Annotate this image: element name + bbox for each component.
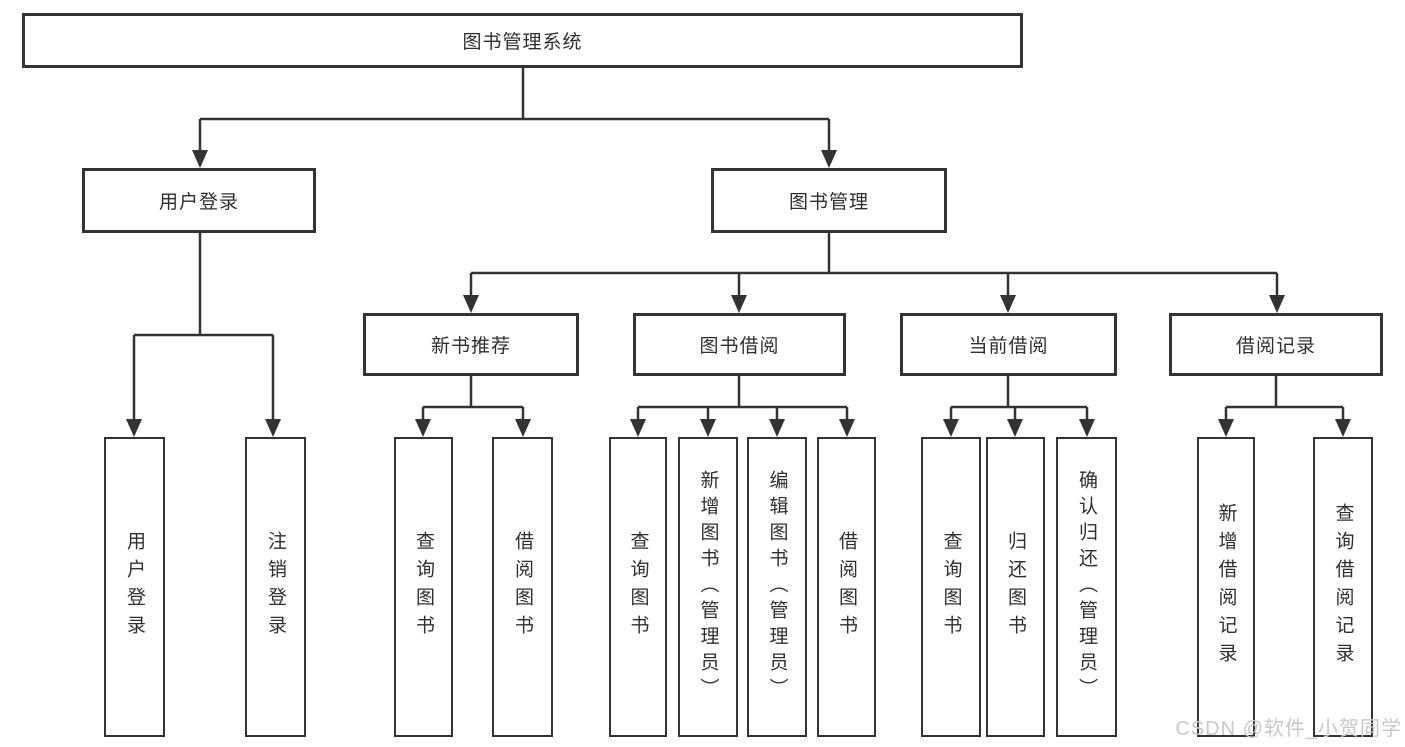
- node-label: 归还图书: [1005, 531, 1026, 643]
- node-label: 查询图书: [413, 531, 434, 643]
- node-label: 确认归还（管理员）: [1076, 470, 1097, 704]
- node-label: 图书管理: [788, 192, 869, 213]
- leaf-user-login: 用户登录: [104, 437, 165, 737]
- node-label: 借阅图书: [512, 531, 533, 643]
- leaf-add-borrow-record: 新增借阅记录: [1197, 437, 1255, 737]
- leaf-borrow-books-recommend: 借阅图书: [492, 437, 553, 737]
- leaf-logout: 注销登录: [245, 437, 306, 737]
- leaf-return-book: 归还图书: [986, 437, 1045, 737]
- node-borrowing-records: 借阅记录: [1169, 313, 1383, 376]
- node-label: 新增借阅记录: [1215, 503, 1237, 671]
- node-label: 用户登录: [158, 192, 239, 213]
- node-label: 用户登录: [124, 531, 145, 643]
- leaf-query-books-current: 查询图书: [921, 437, 981, 737]
- leaf-query-borrow-record: 查询借阅记录: [1313, 437, 1373, 737]
- node-label: 借阅记录: [1235, 336, 1316, 357]
- node-label: 当前借阅: [968, 336, 1049, 357]
- csdn-watermark: CSDN @软件_小贺同学: [1175, 718, 1402, 740]
- node-label: 新增图书（管理员）: [697, 470, 719, 704]
- node-current-borrowing: 当前借阅: [900, 313, 1117, 376]
- leaf-add-book-admin: 新增图书（管理员）: [678, 437, 738, 737]
- leaf-query-books-recommend: 查询图书: [394, 437, 453, 737]
- leaf-borrow-books: 借阅图书: [817, 437, 876, 737]
- node-label: 新书推荐: [430, 336, 511, 357]
- arrowheads: [126, 150, 1351, 437]
- node-user-login: 用户登录: [82, 168, 316, 233]
- leaf-edit-book-admin: 编辑图书（管理员）: [747, 437, 807, 737]
- node-book-borrowing: 图书借阅: [633, 313, 846, 376]
- node-label: 图书管理系统: [462, 32, 583, 53]
- leaf-confirm-return-admin: 确认归还（管理员）: [1056, 437, 1117, 737]
- node-new-book-recommend: 新书推荐: [363, 313, 579, 376]
- node-label: 查询图书: [627, 531, 649, 643]
- node-label: 注销登录: [265, 531, 286, 643]
- node-label: 查询借阅记录: [1332, 503, 1354, 671]
- node-library-system: 图书管理系统: [22, 13, 1023, 68]
- node-label: 图书借阅: [699, 336, 780, 357]
- node-label: 编辑图书（管理员）: [766, 470, 788, 704]
- node-book-management: 图书管理: [711, 168, 947, 233]
- node-label: 查询图书: [940, 531, 962, 643]
- leaf-query-books-borrowing: 查询图书: [609, 437, 667, 737]
- node-label: 借阅图书: [836, 531, 857, 643]
